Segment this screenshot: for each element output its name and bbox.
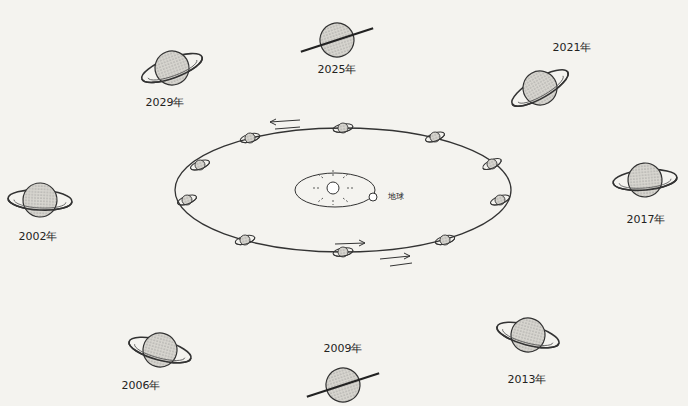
year-label: 2009年	[324, 343, 363, 355]
year-label: 2025年	[318, 64, 357, 76]
year-label: 2017年	[627, 214, 666, 226]
year-label: 2006年	[122, 380, 161, 392]
year-label: 2002年	[19, 231, 58, 243]
earth-label: 地球	[388, 193, 404, 202]
year-label: 2029年	[146, 97, 185, 109]
year-label: 2021年	[553, 42, 592, 54]
year-label: 2013年	[508, 374, 547, 386]
